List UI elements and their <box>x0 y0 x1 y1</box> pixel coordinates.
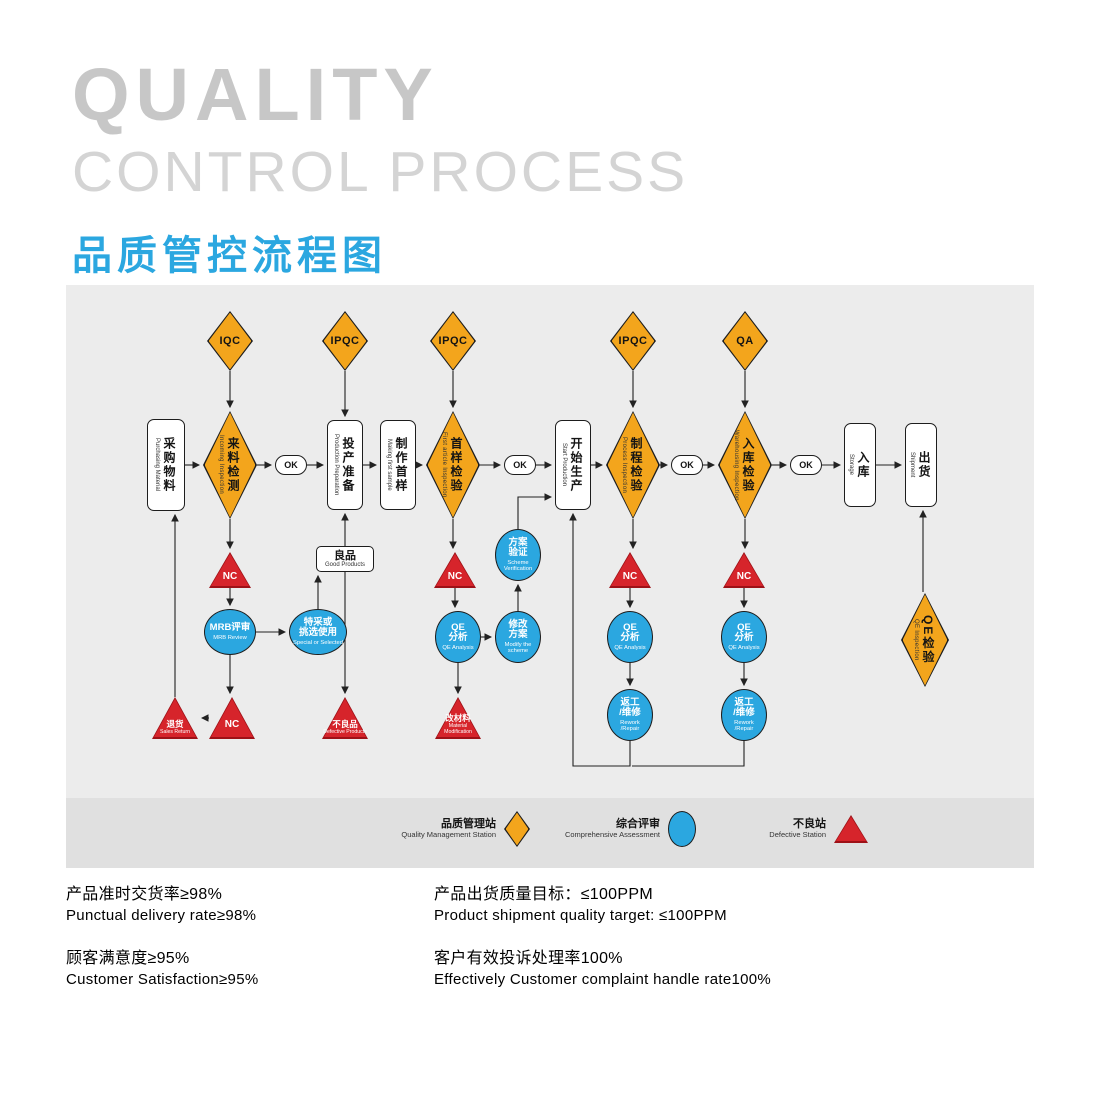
metric-en-label: Customer Satisfaction≥95% <box>66 971 259 988</box>
metrics: 产品准时交货率≥98% Punctual delivery rate≥98% 产品出… <box>66 884 771 990</box>
metric-en-label: Product shipment quality target: ≤100PPM <box>434 907 727 924</box>
metric-cn-label: 产品准时交货率≥98% <box>66 886 223 903</box>
page-subtitle-cn: 品质管控流程图 <box>72 234 387 278</box>
legend-cn-label: 综合评审 <box>616 818 660 831</box>
page-title-en-2: CONTROL PROCESS <box>72 140 689 204</box>
legend-diamond-fill <box>505 812 529 846</box>
metric-en-label: Punctual delivery rate≥98% <box>66 907 257 924</box>
header: QUALITY CONTROL PROCESS 品质管控流程图 <box>72 58 688 281</box>
metric-cn-label: 产品出货质量目标：≤100PPM <box>434 886 653 903</box>
metric-shipment-quality-target: 产品出货质量目标：≤100PPM Product shipment quality… <box>434 884 771 926</box>
metric-complaint-handle-rate: 客户有效投诉处理率100% Effectively Customer compla… <box>434 948 771 990</box>
legend-triangle-fill <box>835 816 867 842</box>
metric-customer-satisfaction: 顾客满意度≥95% Customer Satisfaction≥95% <box>66 948 434 990</box>
flowchart-panel <box>66 285 1034 798</box>
legend-triangle-icon <box>834 815 868 843</box>
legend-en-label: Defective Station <box>769 830 826 840</box>
metric-cn-label: 客户有效投诉处理率100% <box>434 950 623 967</box>
metric-en-label: Effectively Customer complaint handle ra… <box>434 971 772 988</box>
legend-en-label: Quality Management Station <box>401 830 496 840</box>
legend-cn-label: 不良站 <box>793 818 826 831</box>
page-title-en-1: QUALITY <box>72 53 439 136</box>
legend-ellipse-icon <box>668 811 696 847</box>
legend-en-label: Comprehensive Assessment <box>564 830 660 840</box>
legend-cn-label: 品质管理站 <box>441 818 496 831</box>
legend-diamond-icon <box>504 811 530 847</box>
metric-cn-label: 顾客满意度≥95% <box>66 950 190 967</box>
metric-punctual-delivery-rate: 产品准时交货率≥98% Punctual delivery rate≥98% <box>66 884 434 926</box>
